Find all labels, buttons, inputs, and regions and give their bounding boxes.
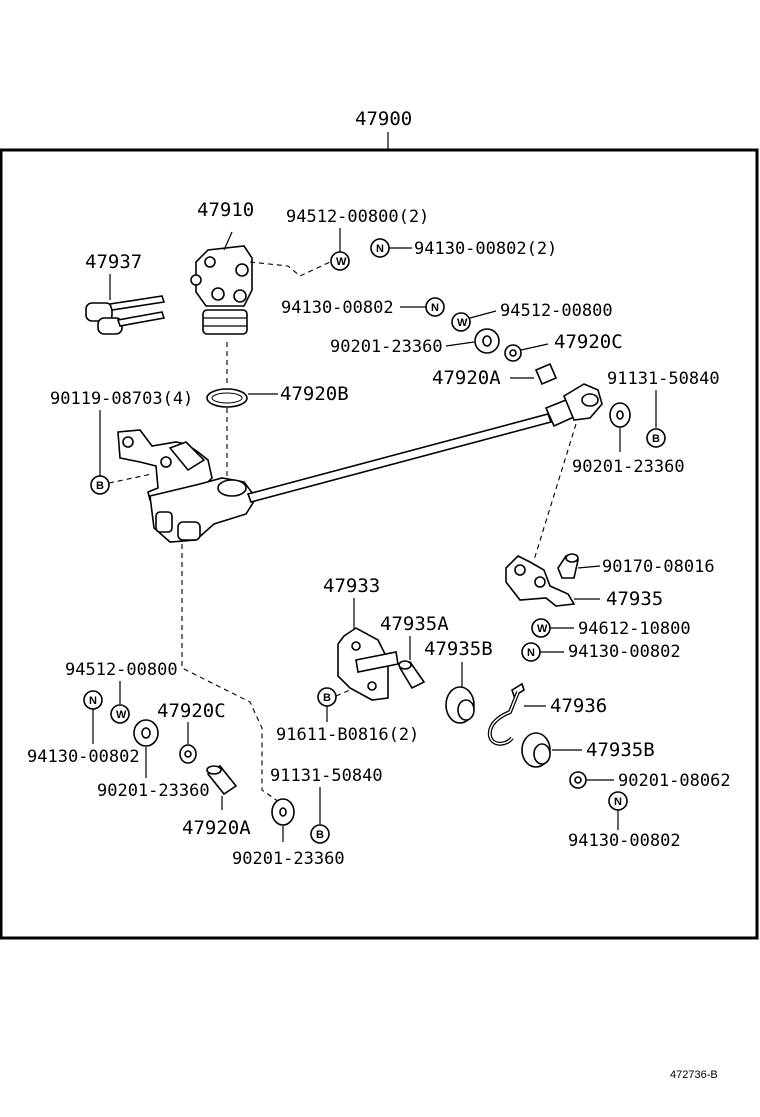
washer-47920C-b xyxy=(179,744,197,764)
bolt-symbol-right: B xyxy=(646,428,666,448)
washer-90201-c xyxy=(133,719,159,747)
bolt-symbol-left: B xyxy=(90,475,110,495)
label-47910: 47910 xyxy=(197,199,254,221)
label-47936: 47936 xyxy=(550,695,607,717)
washer-symbol-mid-text: W xyxy=(457,317,468,329)
label-47935B-b: 47935B xyxy=(586,739,655,761)
leader-94512-a xyxy=(469,310,497,319)
washer-47920C-a xyxy=(504,344,522,362)
label-94130-00802-b: 94130-00802 xyxy=(568,642,681,662)
pin-47920A-b xyxy=(206,764,238,796)
bolt-symbol-lower: B xyxy=(310,824,330,844)
bolt-symbol-91611-text: B xyxy=(323,692,331,704)
lower-link-dash xyxy=(181,544,283,805)
label-47935B-a: 47935B xyxy=(424,638,493,660)
label-90119-08703-4: 90119-08703(4) xyxy=(50,389,193,409)
nut-symbol-c-text: N xyxy=(614,796,622,808)
hook-47936 xyxy=(487,682,525,746)
label-47937: 47937 xyxy=(85,251,142,273)
label-90201-23360-d: 90201-23360 xyxy=(232,849,345,869)
bolt-symbol-right-text: B xyxy=(652,433,660,445)
leader-47920C-a xyxy=(520,343,549,351)
lever-arm xyxy=(149,477,257,543)
nut-symbol-text: N xyxy=(376,243,384,255)
label-47920B: 47920B xyxy=(280,383,349,405)
bolt-symbol-text: B xyxy=(96,480,104,492)
valve-bracket xyxy=(117,429,213,501)
assembly-frame xyxy=(0,148,759,940)
nut-symbol-lower-text: N xyxy=(89,695,97,707)
nut-symbol-b-text: N xyxy=(527,647,535,659)
washer-90201-b xyxy=(609,402,631,428)
nut-symbol-top: N xyxy=(370,238,390,258)
bolt-47937 xyxy=(85,274,166,335)
label-90201-23360-b: 90201-23360 xyxy=(572,457,685,477)
collar-90170 xyxy=(557,553,579,579)
label-90201-23360-c: 90201-23360 xyxy=(97,781,210,801)
washer-90201-d xyxy=(271,798,295,826)
height-control-valve xyxy=(190,231,253,335)
nut-symbol-mid: N xyxy=(425,297,445,317)
snap-ring-47920B xyxy=(206,388,248,408)
bolt-dash-91611 xyxy=(335,689,351,697)
bolt-symbol-91611: B xyxy=(317,687,337,707)
washer-90201-08062 xyxy=(569,771,587,789)
label-47920C-a: 47920C xyxy=(554,331,623,353)
label-91131-50840-b: 91131-50840 xyxy=(270,766,383,786)
diagram-reference: 472736-B xyxy=(670,1069,718,1081)
label-90201-23360-a: 90201-23360 xyxy=(330,337,443,357)
nut-symbol-94130-b: N xyxy=(521,642,541,662)
label-94512-00800-2: 94512-00800(2) xyxy=(286,207,429,227)
label-94612-10800: 94612-10800 xyxy=(578,619,691,639)
valve-bolt-dash xyxy=(249,261,331,277)
connecting-rod xyxy=(246,383,603,503)
label-90170-08016: 90170-08016 xyxy=(602,557,715,577)
link-dash-right xyxy=(533,423,577,561)
washer-symbol-text: W xyxy=(336,256,347,268)
label-94130-00802-d: 94130-00802 xyxy=(27,747,140,767)
washer-symbol-94612: W xyxy=(531,618,551,638)
washer-symbol-top: W xyxy=(330,251,350,271)
pin-47920A-a xyxy=(534,362,558,386)
label-94130-00802-c: 94130-00802 xyxy=(568,831,681,851)
label-94512-00800-b: 94512-00800 xyxy=(65,660,178,680)
sleeve-47935A xyxy=(398,660,426,690)
label-47933: 47933 xyxy=(323,575,380,597)
bolt-dash-left xyxy=(108,473,153,484)
nut-symbol-mid-text: N xyxy=(431,302,439,314)
bushing-47935B-a xyxy=(445,686,475,724)
nut-symbol-lower: N xyxy=(83,690,103,710)
label-94130-00802-2: 94130-00802(2) xyxy=(414,239,557,259)
clamp-47935 xyxy=(505,555,576,607)
washer-symbol-94612-text: W xyxy=(537,623,548,635)
label-90201-08062: 90201-08062 xyxy=(618,771,731,791)
label-47920A-a: 47920A xyxy=(432,367,501,389)
bracket-47933 xyxy=(337,627,399,701)
label-91611-B0816-2: 91611-B0816(2) xyxy=(276,725,419,745)
washer-symbol-lower: W xyxy=(110,704,130,724)
label-47920C-b: 47920C xyxy=(157,700,226,722)
leader-90170 xyxy=(577,565,601,569)
nut-symbol-94130-c: N xyxy=(608,791,628,811)
assembly-number: 47900 xyxy=(355,108,412,130)
label-47935: 47935 xyxy=(606,588,663,610)
washer-symbol-mid: W xyxy=(451,312,471,332)
leader-90201-a xyxy=(445,341,475,347)
label-94130-00802-a: 94130-00802 xyxy=(281,298,394,318)
label-47920A-b: 47920A xyxy=(182,817,251,839)
label-91131-50840-a: 91131-50840 xyxy=(607,369,720,389)
bushing-47935B-b xyxy=(521,732,551,768)
label-47935A: 47935A xyxy=(380,613,449,635)
bolt-symbol-lower-text: B xyxy=(316,829,324,841)
washer-symbol-lower-text: W xyxy=(116,709,127,721)
label-94512-00800-a: 94512-00800 xyxy=(500,301,613,321)
washer-90201-a xyxy=(474,328,500,354)
